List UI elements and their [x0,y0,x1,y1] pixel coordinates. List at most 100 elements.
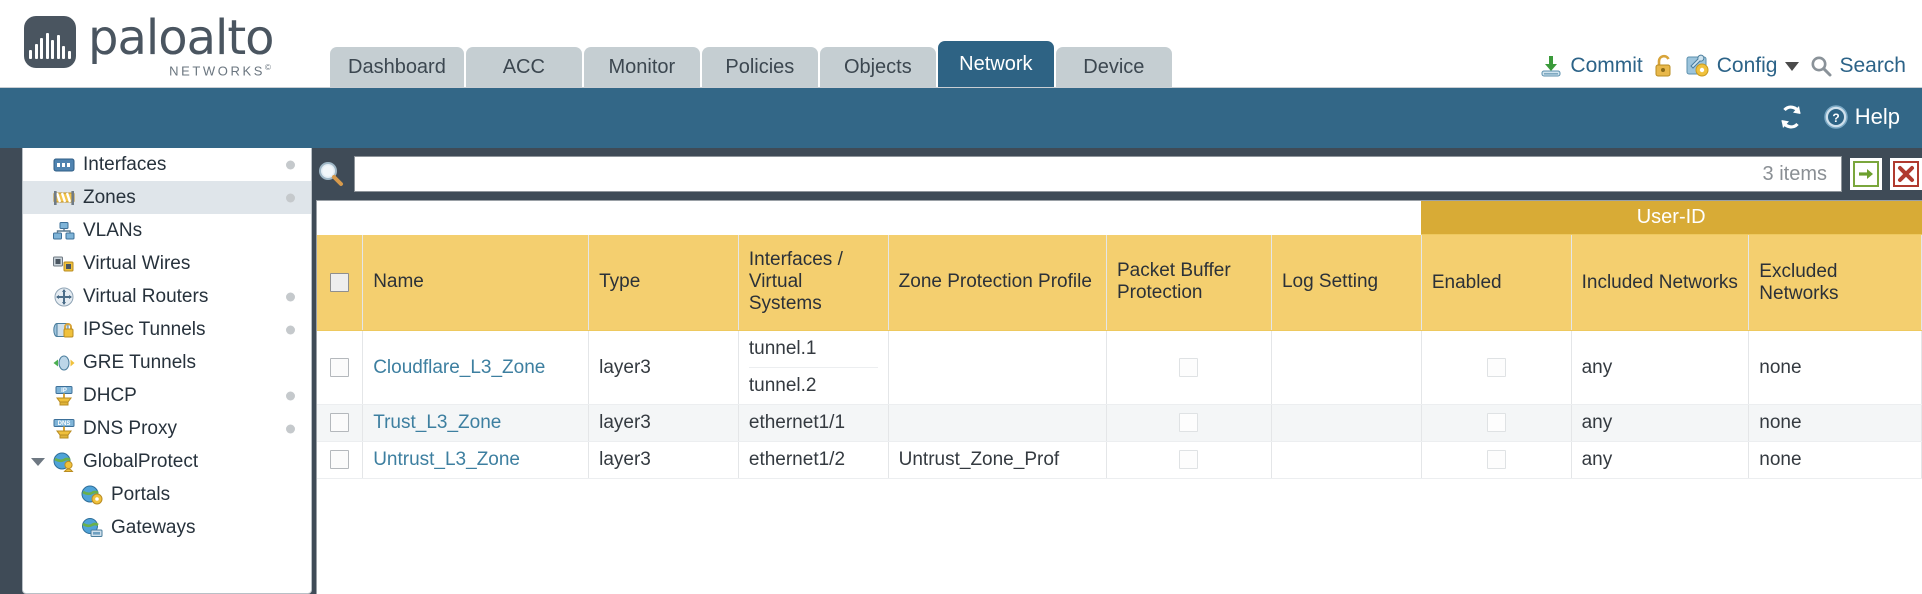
tab-monitor[interactable]: Monitor [583,47,700,87]
interfaces-icon [53,155,75,175]
column-header-excluded-networks[interactable]: Excluded Networks [1748,234,1922,331]
sidebar-item-vlans[interactable]: VLANs [23,214,311,247]
vlans-icon [53,221,75,241]
row-select-checkbox[interactable] [330,450,350,470]
sidebar-item-virtual-wires[interactable]: Virtual Wires [23,247,311,280]
sub-header-bar: ? Help [0,88,1922,148]
column-header-name[interactable]: Name [362,234,590,331]
userid-enabled-checkbox[interactable] [1486,357,1506,377]
cell-name: Trust_L3_Zone [362,404,590,442]
column-header-enabled[interactable]: Enabled [1421,234,1572,331]
commit-icon [1541,56,1561,77]
sidebar-item-ipsec-tunnels[interactable]: IPSec Tunnels [23,313,311,346]
commit-label: Commit [1570,54,1643,77]
tab-acc[interactable]: ACC [465,47,582,87]
cell-excluded-networks: none [1748,330,1922,405]
row-select-checkbox[interactable] [330,413,350,433]
commit-button[interactable]: Commit [1538,53,1643,79]
tab-device[interactable]: Device [1055,47,1172,87]
tab-objects[interactable]: Objects [819,47,936,87]
sidebar-item-gre-tunnels[interactable]: GRE Tunnels [23,346,311,379]
table-group-header-row: User-ID [317,201,1922,235]
search-button[interactable]: Search [1809,54,1906,78]
search-filter-icon[interactable] [316,159,346,189]
tab-policies[interactable]: Policies [701,47,818,87]
expander-caret-icon[interactable] [31,457,45,466]
svg-text:?: ? [1832,111,1839,125]
svg-text:IP: IP [61,388,67,394]
cell-name: Cloudflare_L3_Zone [362,330,590,405]
sidebar-item-globalprotect[interactable]: GlobalProtect [23,445,311,478]
clear-filter-button[interactable] [1890,158,1922,190]
sidebar-item-zones[interactable]: Zones [23,181,311,214]
column-header-zone-protection-profile[interactable]: Zone Protection Profile [888,234,1107,331]
user-id-group-header: User-ID [1421,201,1922,235]
cell-zone-protection-profile [888,330,1107,405]
unlock-icon [1655,54,1671,77]
packet-buffer-protection-checkbox[interactable] [1179,450,1199,470]
sidebar-item-gateways[interactable]: Gateways [23,511,311,544]
cell-name: Untrust_L3_Zone [362,441,590,479]
row-select-cell [317,330,364,405]
refresh-button[interactable] [1777,104,1805,130]
sidebar-item-label: VLANs [83,219,143,241]
zones-icon [53,188,75,208]
column-header-log-setting[interactable]: Log Setting [1271,234,1422,331]
cell-type: layer3 [588,404,739,442]
brand-tagline: NETWORKS© [169,63,274,79]
cell-userid-enabled [1421,441,1572,479]
sidebar-item-portals[interactable]: Portals [23,478,311,511]
cell-zone-protection-profile: Untrust_Zone_Prof [888,441,1107,479]
sidebar-item-label: IPSec Tunnels [83,318,206,340]
zone-link[interactable]: Untrust_L3_Zone [373,449,521,470]
ipsec-tunnels-icon [53,320,75,340]
zone-link[interactable]: Cloudflare_L3_Zone [373,356,546,378]
config-button[interactable]: Config [1685,53,1800,79]
search-input-wrapper[interactable]: 3 items [354,156,1842,192]
select-all-checkbox[interactable] [330,272,350,292]
search-input[interactable] [365,163,1763,185]
help-label: Help [1854,104,1900,129]
search-label: Search [1839,54,1906,77]
gre-tunnels-icon [53,353,75,373]
column-header-type[interactable]: Type [588,234,739,331]
row-select-checkbox[interactable] [330,357,350,377]
tab-network[interactable]: Network [937,41,1054,87]
apply-filter-button[interactable] [1850,158,1882,190]
cell-packet-buffer-protection [1106,330,1272,405]
sidebar-item-virtual-routers[interactable]: Virtual Routers [23,280,311,313]
arrow-right-icon [1853,161,1879,187]
sidebar-item-interfaces[interactable]: Interfaces [23,148,311,181]
tab-dashboard[interactable]: Dashboard [330,47,464,87]
zone-link[interactable]: Trust_L3_Zone [373,412,502,433]
column-header-packet-buffer-protection[interactable]: Packet Buffer Protection [1106,234,1272,331]
column-header-included-networks[interactable]: Included Networks [1571,234,1750,331]
packet-buffer-protection-checkbox[interactable] [1179,413,1199,433]
lock-button[interactable] [1653,53,1675,79]
column-header-interfaces-virtual-systems[interactable]: Interfaces / Virtual Systems [738,234,889,331]
chevron-down-icon[interactable] [1785,61,1800,71]
packet-buffer-protection-checkbox[interactable] [1179,357,1199,377]
help-button[interactable]: ? Help [1823,104,1900,130]
sidebar-item-status-dot [286,391,295,400]
cell-zone-protection-profile [888,404,1107,442]
brand-name: paloalto [88,10,275,66]
sidebar-item-label: DHCP [83,384,137,406]
cell-log-setting [1271,330,1422,405]
userid-enabled-checkbox[interactable] [1486,413,1506,433]
cell-excluded-networks: none [1748,441,1922,479]
sidebar-item-label: Zones [83,186,136,208]
cell-included-networks: any [1571,404,1750,442]
sidebar-item-label: Portals [111,483,171,505]
userid-enabled-checkbox[interactable] [1486,450,1506,470]
sidebar-item-dhcp[interactable]: IP DHCP [23,379,311,412]
cell-included-networks: any [1571,441,1750,479]
